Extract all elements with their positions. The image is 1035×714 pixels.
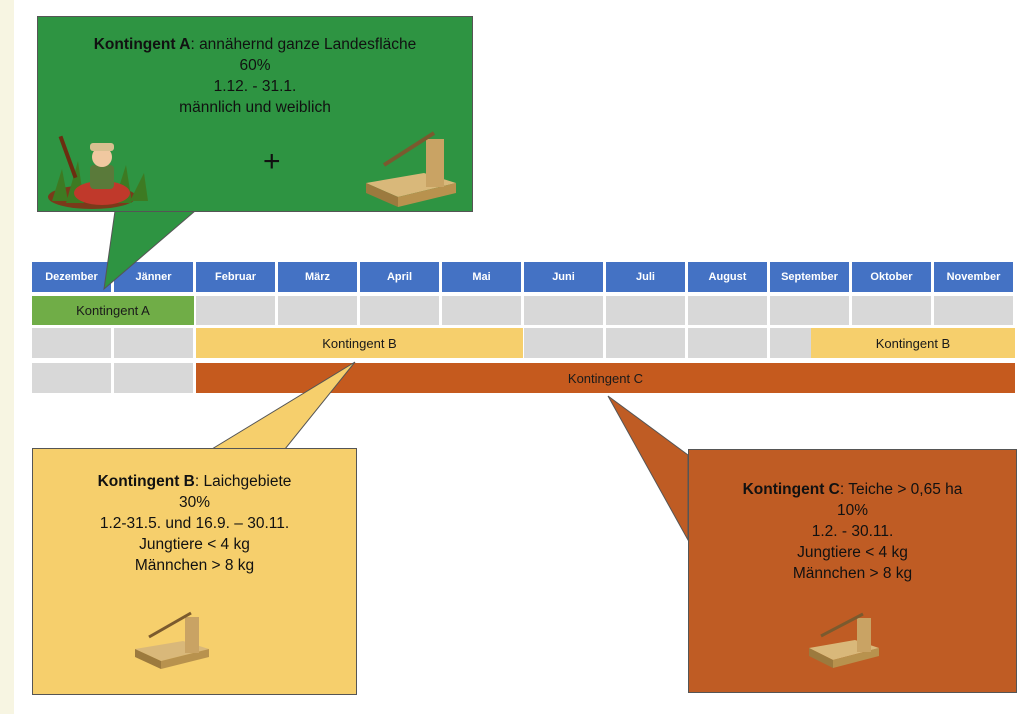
grid-cell (524, 296, 603, 325)
grid-cell (688, 296, 767, 325)
month-header: September (770, 262, 849, 292)
bar-kontingent-b-autumn-label: Kontingent B (875, 335, 951, 351)
callout-kontingent-b: Kontingent B: Laichgebiete 30% 1.2-31.5.… (32, 448, 357, 695)
month-header: April (360, 262, 439, 292)
pointer-a (103, 210, 197, 291)
bar-kontingent-a-label: Kontingent A (76, 303, 150, 318)
bar-kontingent-a: Kontingent A (32, 296, 194, 325)
callout-c-title: Kontingent C (742, 481, 840, 498)
grid-cell (114, 328, 193, 358)
grid-cell (524, 328, 603, 358)
callout-c-period: 1.2. - 30.11. (811, 523, 894, 540)
trap-icon (809, 612, 879, 668)
callout-a-percent: 60% (239, 57, 271, 74)
month-header: August (688, 262, 767, 292)
callout-b-males: Männchen > 8 kg (134, 557, 255, 574)
callout-b-percent: 30% (178, 494, 211, 511)
callout-b-period: 1.2-31.5. und 16.9. – 30.11. (99, 515, 290, 532)
grid-cell (852, 296, 931, 325)
grid-cell (770, 296, 849, 325)
grid-cell (360, 296, 439, 325)
callout-c-juveniles: Jungtiere < 4 kg (797, 544, 908, 561)
month-header: Dezember (32, 262, 111, 292)
grid-cell (688, 328, 767, 358)
grid-cell (32, 328, 111, 358)
trap-icon (135, 611, 209, 669)
bar-kontingent-b-spring-label: Kontingent B (322, 335, 397, 351)
month-header: Oktober (852, 262, 931, 292)
month-header: Mai (442, 262, 521, 292)
callout-c-males: Männchen > 8 kg (792, 565, 913, 582)
callout-a-desc: : annähernd ganze Landesfläche (190, 36, 417, 53)
bar-kontingent-b-spring: Kontingent B (196, 328, 523, 358)
trap-icon (366, 131, 456, 207)
callout-kontingent-a: Kontingent A: annähernd ganze Landesfläc… (37, 16, 473, 212)
month-header: März (278, 262, 357, 292)
grid-cell (934, 296, 1013, 325)
callout-b-desc: : Laichgebiete (194, 473, 292, 490)
grid-cell (114, 363, 193, 393)
callout-a-period: 1.12. - 31.1. (213, 78, 297, 95)
month-header: Juli (606, 262, 685, 292)
callout-b-title: Kontingent B (97, 473, 195, 490)
month-header: Februar (196, 262, 275, 292)
hunter-icon (48, 135, 148, 209)
grid-cell (32, 363, 111, 393)
grid-cell (442, 296, 521, 325)
callout-c-percent: 10% (836, 502, 869, 519)
callout-kontingent-c: Kontingent C: Teiche > 0,65 ha 10% 1.2. … (688, 449, 1017, 693)
bar-kontingent-b-autumn: Kontingent B (811, 328, 1015, 358)
month-header: Juni (524, 262, 603, 292)
grid-cell (606, 296, 685, 325)
callout-a-sex: männlich und weiblich (179, 99, 331, 116)
callout-c-desc: : Teiche > 0,65 ha (839, 481, 963, 498)
pointer-c (607, 395, 689, 542)
pointer-b (210, 361, 356, 450)
left-margin-strip (0, 0, 14, 714)
grid-cell (196, 296, 275, 325)
callout-a-title: Kontingent A (93, 36, 191, 53)
callout-b-juveniles: Jungtiere < 4 kg (139, 536, 250, 553)
grid-cell (278, 296, 357, 325)
bar-kontingent-c-label: Kontingent C (567, 370, 644, 386)
month-header: November (934, 262, 1013, 292)
plus-sign: + (263, 145, 281, 178)
grid-cell (606, 328, 685, 358)
